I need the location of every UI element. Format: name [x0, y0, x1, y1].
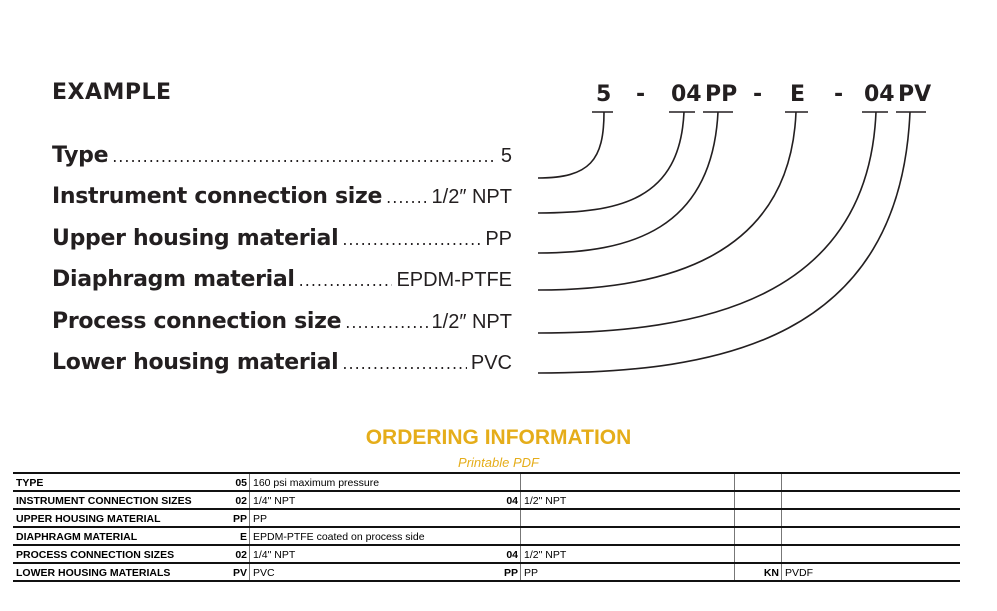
dot-leader — [345, 313, 427, 332]
breakdown-row-process-size: Process connection size 1/2″ NPT — [52, 309, 512, 343]
cell-spacer — [734, 527, 746, 546]
breakdown-label: Upper housing material — [52, 226, 339, 251]
connector-type — [537, 111, 605, 179]
option-description: 1/4" NPT — [249, 491, 495, 510]
breakdown-row-lower-housing: Lower housing material PVC — [52, 350, 512, 384]
cell-spacer — [734, 472, 746, 492]
option-description: PP — [520, 563, 735, 582]
option-description — [781, 491, 960, 510]
option-code: KN — [746, 563, 782, 582]
option-code — [746, 509, 782, 528]
option-code — [746, 545, 782, 564]
row-category: DIAPHRAGM MATERIAL — [13, 527, 224, 546]
option-description: 1/2" NPT — [520, 491, 735, 510]
option-description — [781, 472, 960, 492]
row-category: UPPER HOUSING MATERIAL — [13, 509, 224, 528]
option-description: PVDF — [781, 563, 960, 582]
option-description — [781, 545, 960, 564]
dot-leader — [342, 354, 466, 373]
option-description — [781, 527, 960, 546]
option-description — [520, 509, 735, 528]
row-category: INSTRUMENT CONNECTION SIZES — [13, 491, 224, 510]
breakdown-label: Diaphragm material — [52, 267, 295, 292]
connector-lines — [537, 111, 926, 374]
option-code: 02 — [224, 545, 250, 564]
option-code — [495, 527, 521, 546]
row-category: LOWER HOUSING MATERIALS — [13, 563, 224, 582]
breakdown-row-diaphragm: Diaphragm material EPDM-PTFE — [52, 267, 512, 301]
breakdown-value: PVC — [470, 352, 512, 374]
option-description — [781, 509, 960, 528]
connector-instrument-size — [537, 111, 685, 214]
dot-leader — [112, 147, 497, 166]
option-description: PVC — [249, 563, 495, 582]
cell-spacer — [734, 545, 746, 564]
connector-lower-housing — [537, 111, 911, 374]
connector-diaphragm — [537, 111, 797, 291]
breakdown-value: 1/2″ NPT — [431, 186, 512, 208]
option-description: PP — [249, 509, 495, 528]
breakdown-value: PP — [485, 228, 512, 250]
dot-leader — [386, 188, 427, 207]
option-code: PP — [224, 509, 250, 528]
dot-leader — [299, 271, 393, 290]
option-description: EPDM-PTFE coated on process side — [249, 527, 495, 546]
printable-pdf-link[interactable]: Printable PDF — [458, 455, 539, 470]
code-segment-lower-housing: PV — [898, 82, 932, 107]
ordering-information-title: ORDERING INFORMATION — [365, 426, 632, 449]
code-separator: - — [636, 82, 646, 107]
row-category: PROCESS CONNECTION SIZES — [13, 545, 224, 564]
option-code: 05 — [224, 472, 250, 492]
cell-spacer — [734, 491, 746, 510]
code-segment-diaphragm: E — [790, 82, 806, 107]
cell-spacer — [734, 509, 746, 528]
connector-upper-housing — [537, 111, 719, 254]
breakdown-label: Instrument connection size — [52, 184, 383, 209]
option-code: PV — [224, 563, 250, 582]
option-code: 02 — [224, 491, 250, 510]
row-category: TYPE — [13, 472, 224, 492]
breakdown-row-instrument-size: Instrument connection size 1/2″ NPT — [52, 184, 512, 218]
option-code — [746, 472, 782, 492]
cell-spacer — [734, 563, 746, 582]
option-description: 1/4" NPT — [249, 545, 495, 564]
code-segment-upper-housing: PP — [705, 82, 738, 107]
breakdown-row-type: Type 5 — [52, 143, 512, 177]
option-description: 160 psi maximum pressure — [249, 472, 495, 492]
option-description — [520, 527, 735, 546]
code-separator: - — [753, 82, 763, 107]
connector-process-size — [537, 111, 877, 334]
option-description: 1/2" NPT — [520, 545, 735, 564]
dot-leader — [342, 230, 481, 249]
breakdown-value: 1/2″ NPT — [431, 311, 512, 333]
breakdown-value: EPDM-PTFE — [396, 269, 512, 291]
option-code: 04 — [495, 491, 521, 510]
option-code: PP — [495, 563, 521, 582]
code-segment-instrument-size: 04 — [671, 82, 702, 107]
code-segment-process-size: 04 — [864, 82, 895, 107]
breakdown-value: 5 — [500, 145, 512, 167]
option-code — [746, 527, 782, 546]
code-segment-type: 5 — [596, 82, 612, 107]
option-code — [746, 491, 782, 510]
breakdown-label: Type — [52, 143, 109, 168]
option-code: E — [224, 527, 250, 546]
breakdown-label: Process connection size — [52, 309, 342, 334]
option-code: 04 — [495, 545, 521, 564]
example-label: EXAMPLE — [52, 80, 172, 105]
option-description — [520, 472, 735, 492]
code-separator: - — [834, 82, 844, 107]
option-code — [495, 472, 521, 492]
option-code — [495, 509, 521, 528]
breakdown-label: Lower housing material — [52, 350, 339, 375]
breakdown-row-upper-housing: Upper housing material PP — [52, 226, 512, 260]
